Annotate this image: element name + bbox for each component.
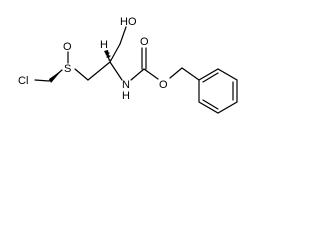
label-sulfur: S: [64, 63, 71, 75]
atom-labels: HO H N H O O S O Cl: [18, 16, 168, 102]
bond-ch2-chlorine: [34, 79, 50, 82]
hash-line-2: [106, 55, 111, 58]
bond-ester-oxygen-ch2: [169, 67, 183, 79]
bond-ch2-ring: [181, 67, 200, 81]
bond-ch2s-sulfur: [74, 68, 89, 81]
label-sulfoxide-oxygen: O: [63, 41, 72, 53]
wedge-sulfur-ch2cl: [49, 70, 62, 83]
benzene-double-1: [202, 72, 219, 83]
bond-stereocenter-ch2s: [87, 61, 111, 81]
label-ester-oxygen: O: [159, 79, 168, 91]
structure-diagram: HO H N H O O S O Cl: [18, 16, 238, 114]
benzene-double-3: [202, 99, 219, 110]
label-amide-nitrogen: N: [122, 79, 130, 91]
label-amide-hydrogen: H: [122, 90, 130, 102]
hashed-wedge-h: [105, 52, 111, 61]
hash-line-3: [105, 52, 110, 55]
bond-ch2-stereocenter: [109, 43, 121, 63]
label-chlorine: Cl: [18, 75, 28, 87]
bond-nitrogen-carbonyl: [130, 68, 145, 81]
bond-carbonyl-ester-oxygen: [143, 68, 159, 80]
label-stereo-hydrogen: H: [100, 39, 108, 51]
label-hydroxyl: HO: [120, 16, 137, 28]
bond-stereocenter-nitrogen: [109, 61, 123, 81]
label-carbonyl-oxygen: O: [140, 36, 149, 48]
bond-hydroxyl-ch2: [119, 26, 127, 45]
benzene-ring: [198, 68, 238, 114]
